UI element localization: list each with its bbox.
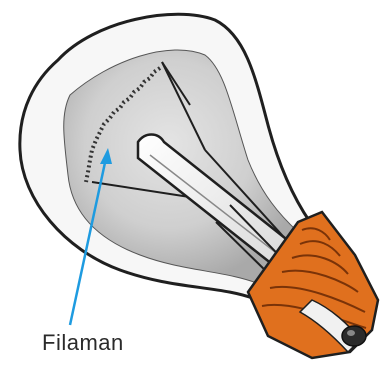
contact-tip (342, 326, 366, 346)
filament-label: Filaman (42, 330, 124, 356)
